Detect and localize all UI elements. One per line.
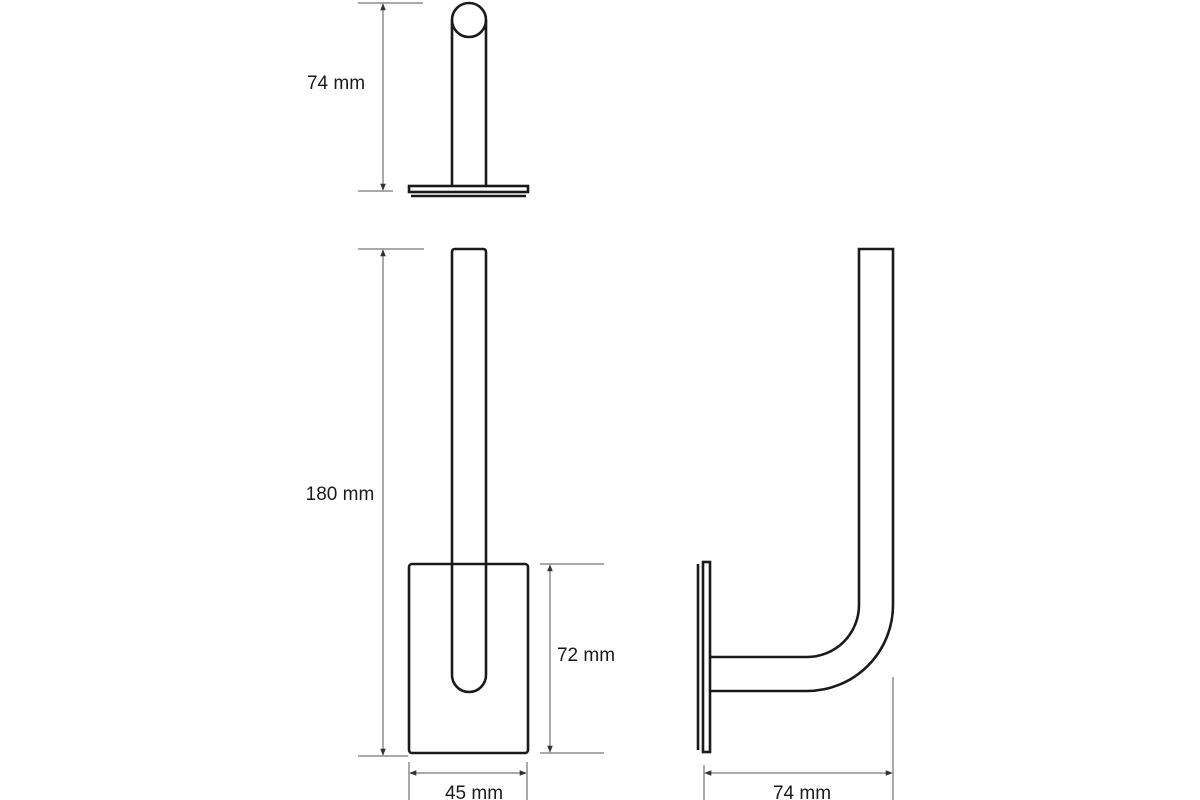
dimension-label: 180 mm [306,484,375,505]
dimension-top-depth: 74 mm [307,2,423,192]
dimension-label: 72 mm [557,645,615,666]
dimension-side-depth: 74 mm [703,677,894,800]
top-view [407,1,530,198]
dimension-label: 74 mm [773,783,831,800]
dimension-front-height: 180 mm [306,248,424,757]
side-view [696,247,895,754]
dimension-label: 74 mm [307,73,365,94]
dimension-plate-width: 45 mm [408,762,528,800]
dimension-label: 45 mm [445,783,503,800]
dimension-plate-height: 72 mm [540,563,615,754]
front-view [407,247,530,755]
